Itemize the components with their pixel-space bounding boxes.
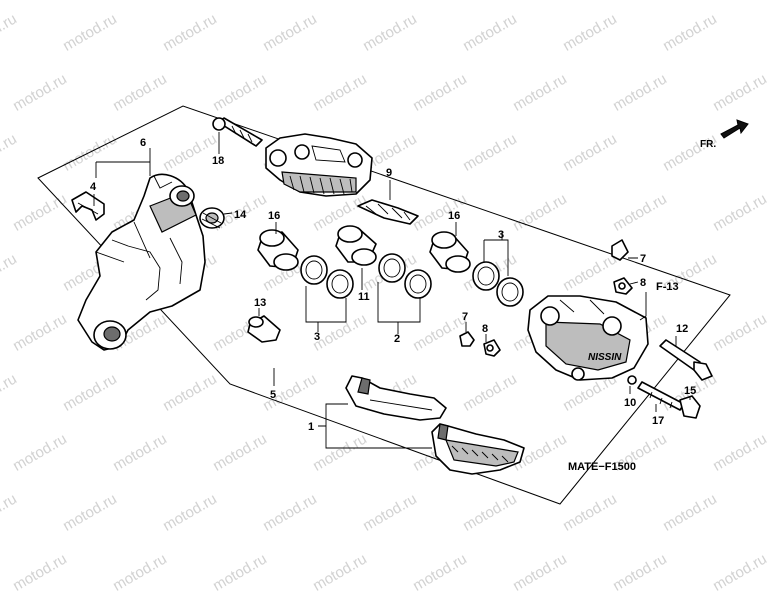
bleeder-cap: [459, 331, 475, 347]
exploded-parts-diagram: FR.: [37, 105, 749, 505]
callout-4: 4: [90, 181, 97, 193]
caliper-logo: NISSIN: [588, 352, 622, 363]
callout-2: 2: [394, 333, 400, 345]
pad-spring-clip: [71, 191, 105, 221]
bleeder-cap-upper: [611, 239, 629, 261]
front-direction-indicator: FR.: [700, 119, 749, 150]
callout-6: 6: [140, 137, 146, 149]
reference-f13: F-13: [656, 281, 679, 293]
callout-12: 12: [676, 323, 688, 335]
diagram-frame: [37, 105, 731, 505]
small-bolt-upper: [613, 277, 633, 295]
pad-spring: [357, 199, 419, 225]
callout-7-upper: 7: [640, 253, 646, 265]
bleeder-screw: [247, 315, 281, 343]
front-arrow-icon: [720, 119, 749, 139]
callout-3-right: 3: [498, 229, 504, 241]
o-ring: [627, 375, 637, 385]
caliper-pin: [659, 339, 713, 381]
slide-pin-bolt: [637, 381, 685, 411]
small-bolt: [483, 339, 501, 357]
callout-13: 13: [254, 297, 266, 309]
seal-set-left: [300, 255, 354, 299]
callout-15: 15: [684, 385, 696, 397]
brake-pad-lower: [431, 423, 525, 475]
boot: [199, 207, 225, 229]
callout-8-upper: 8: [640, 277, 646, 289]
piston-middle: [335, 225, 377, 266]
piston-right: [429, 231, 471, 273]
callout-8-lower: 8: [482, 323, 488, 335]
seal-set-middle: [378, 253, 432, 299]
leader-lines: [93, 132, 691, 449]
brake-pad-upper: [345, 375, 447, 421]
callout-11: 11: [358, 291, 370, 303]
caliper-bracket: [77, 173, 206, 351]
callout-18: 18: [212, 155, 224, 167]
callout-16-right: 16: [448, 210, 460, 222]
callout-labels: 6 4 18 14 9 16 16 3 11 13 3 2 7 8 7 8 F-…: [90, 137, 696, 473]
drawing-code: MATE−F1500: [568, 461, 636, 473]
piston-left: [257, 229, 299, 271]
caliper-body-outer: [265, 133, 373, 197]
pin-bolt: [212, 117, 263, 147]
caliper-body-inner: NISSIN: [527, 295, 649, 381]
callout-5: 5: [270, 389, 276, 401]
callout-1: 1: [308, 421, 314, 433]
callout-9: 9: [386, 167, 392, 179]
callout-7-lower: 7: [462, 311, 468, 323]
callout-16-left: 16: [268, 210, 280, 222]
front-direction-label: FR.: [700, 139, 716, 150]
callout-3-left: 3: [314, 331, 320, 343]
callout-14: 14: [234, 209, 247, 221]
callout-10: 10: [624, 397, 636, 409]
callout-17: 17: [652, 415, 664, 427]
seal-set-right: [472, 261, 524, 307]
